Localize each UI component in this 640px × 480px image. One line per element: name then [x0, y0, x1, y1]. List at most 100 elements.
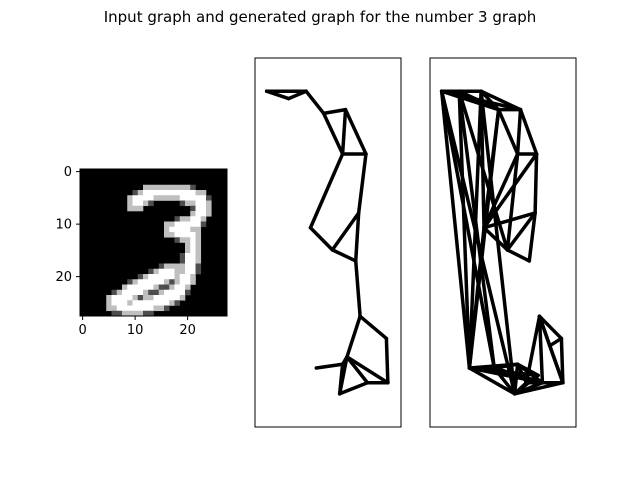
image-pixel: [132, 289, 139, 296]
image-pixel: [174, 216, 181, 222]
image-pixel: [137, 305, 144, 312]
image-pixel: [143, 295, 149, 301]
image-pixel: [148, 184, 154, 191]
image-pixel: [169, 195, 175, 201]
image-pixel: [174, 295, 181, 301]
image-pixel: [158, 263, 165, 270]
generated-graph-panel: [429, 57, 577, 428]
image-pixel: [174, 190, 181, 196]
image-pixel: [195, 237, 202, 243]
image-pixel: [190, 184, 196, 191]
graph-edge: [505, 211, 537, 252]
image-pixel: [132, 200, 139, 207]
image-pixel: [169, 226, 175, 233]
image-pixel: [190, 237, 196, 243]
image-pixel: [111, 295, 118, 301]
image-pixel: [164, 274, 170, 280]
graph-edge: [308, 225, 335, 252]
graph-edge: [321, 111, 345, 156]
image-pixel: [127, 205, 133, 212]
image-pixel: [137, 195, 144, 201]
image-pixel: [206, 205, 212, 212]
image-pixel: [122, 284, 128, 291]
graph-edge: [559, 336, 565, 385]
image-pixel: [185, 253, 191, 259]
image-pixel: [153, 305, 160, 312]
graph-edge: [356, 152, 368, 215]
image-pixel: [174, 274, 181, 280]
image-pixel: [164, 295, 170, 301]
image-pixel: [200, 205, 207, 212]
image-pixel: [148, 295, 154, 301]
image-pixel: [127, 310, 133, 317]
image-pixel: [174, 226, 181, 233]
image-pixel: [185, 247, 191, 254]
graph-edge: [330, 211, 361, 252]
image-pixel: [174, 184, 181, 191]
image-pixel: [158, 190, 165, 196]
image-pixel: [143, 184, 149, 191]
image-pixel: [143, 300, 149, 306]
image-pixel: [116, 310, 123, 317]
image-pixel: [164, 263, 170, 270]
image-pixel: [169, 300, 175, 306]
image-pixel: [185, 274, 191, 280]
image-pixel: [164, 284, 170, 291]
image-pixel: [127, 284, 133, 291]
image-pixel: [185, 289, 191, 296]
image-pixel: [200, 216, 207, 222]
image-pixel: [122, 289, 128, 296]
image-pixel: [164, 300, 170, 306]
image-pixel: [148, 310, 154, 317]
image-pixel: [153, 274, 160, 280]
image-pixel: [169, 284, 175, 291]
graph-edge: [384, 336, 390, 385]
graph-edge: [358, 314, 389, 341]
image-pixel: [179, 237, 186, 243]
image-pixel: [179, 200, 186, 207]
image-pixel: [174, 263, 181, 270]
graph-edge: [314, 362, 345, 370]
image-pixel: [158, 268, 165, 275]
image-pixel: [153, 289, 160, 296]
image-pixel: [158, 279, 165, 285]
image-pixel: [164, 279, 170, 285]
image-pixel: [190, 279, 196, 285]
image-pixel: [127, 279, 133, 285]
image-pixel: [169, 232, 175, 238]
image-pixel: [106, 295, 112, 301]
graph-edge: [479, 89, 517, 396]
image-pixel: [195, 232, 202, 238]
image-pixel: [190, 242, 196, 249]
graph-edge: [467, 366, 517, 396]
graph-edge: [505, 152, 520, 252]
image-pixel: [174, 284, 181, 291]
image-pixel: [206, 200, 212, 207]
image-pixel: [195, 247, 202, 254]
image-pixel: [153, 295, 160, 301]
image-pixel: [195, 268, 202, 275]
image-pixel: [143, 190, 149, 196]
image-pixel: [158, 274, 165, 280]
graph-edge: [482, 225, 510, 252]
image-pixel: [174, 195, 181, 201]
image-pixel: [200, 211, 207, 217]
image-pixel: [179, 232, 186, 238]
image-pixel: [169, 295, 175, 301]
image-pixel: [158, 300, 165, 306]
x-tick-label: 20: [179, 323, 196, 338]
image-pixel: [185, 232, 191, 238]
image-pixel: [190, 205, 196, 212]
image-pixel: [185, 184, 191, 191]
image-pixel: [195, 263, 202, 270]
graph-edge: [457, 89, 472, 370]
image-pixel: [132, 305, 139, 312]
graph-edge: [308, 152, 345, 230]
image-pixel: [200, 200, 207, 207]
graph-edge: [321, 107, 348, 116]
image-pixel: [158, 295, 165, 301]
graph-edge: [505, 248, 532, 263]
y-tick-label: 10: [55, 218, 72, 233]
